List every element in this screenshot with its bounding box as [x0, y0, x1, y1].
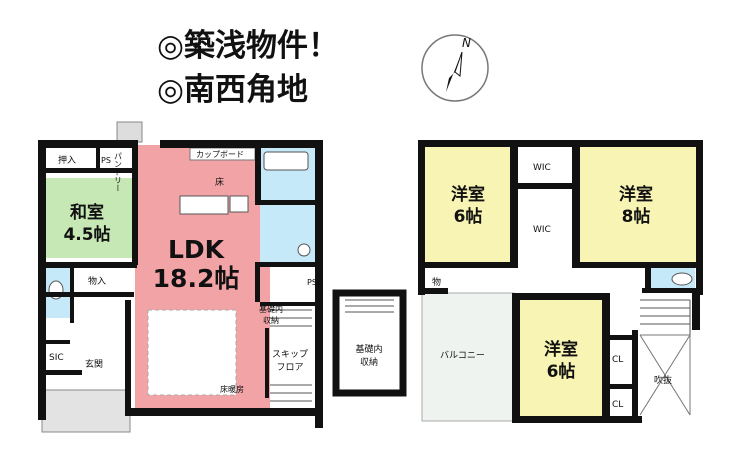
stove [229, 195, 249, 213]
second-floor-plan: 洋室 6帖 洋室 8帖 洋室 6帖 WIC WIC 物 バルコニー CL CL … [418, 140, 703, 423]
bathtub [263, 151, 309, 171]
yuka-label: 床 [215, 176, 224, 188]
floor-heating-label: 床暖房 [220, 384, 244, 394]
cl-label-2: CL [612, 400, 623, 410]
western-a-name: 洋室 [451, 184, 485, 205]
floor-heating-area [147, 309, 237, 396]
pantry-label: パントリー [114, 152, 123, 192]
western-c-name: 洋室 [544, 339, 578, 360]
western-room-a [425, 145, 515, 263]
monoire-label-1f: 物入 [88, 275, 106, 287]
compass-north-label: N [462, 36, 471, 50]
western-room-c [518, 300, 604, 418]
toilet-fixture-2f [671, 272, 693, 286]
kitchen-counter [179, 195, 229, 215]
headline-new-build: ◎築浅物件！ [157, 28, 339, 64]
fukinuke-area [639, 334, 691, 416]
western-a-size: 6帖 [454, 206, 483, 227]
stairs-2f [640, 299, 691, 335]
foundation-storage-box [332, 289, 407, 397]
wic-label-1: WIC [533, 163, 551, 173]
balcony-label: バルコニー [440, 350, 485, 361]
ldk-name: LDK [168, 235, 226, 264]
genkan-label: 玄関 [85, 358, 103, 370]
cupboard-label: カップボード [196, 150, 244, 159]
kiso-storage-label-2: 基礎内収納 [355, 343, 382, 368]
western-c-size: 6帖 [547, 361, 576, 382]
western-b-name: 洋室 [619, 184, 653, 205]
monoire-label-2f: 物 [432, 276, 441, 288]
compass-icon: N [421, 34, 489, 102]
first-floor-plan: 押入 PS パントリー カップボード 床 和室 4.5帖 LDK 18.2帖 物… [38, 121, 407, 433]
ldk-size: 18.2帖 [153, 264, 240, 293]
entry-porch-top [116, 121, 143, 143]
stairs-1f [270, 309, 312, 402]
skip-floor-label: スキップフロア [272, 349, 308, 373]
kiso-storage-label-1: 基礎内収納 [259, 304, 283, 325]
fukinuke-label: 吹抜 [654, 374, 672, 386]
headline-corner-lot: ◎南西角地 [157, 72, 308, 108]
washitsu-name: 和室 [70, 202, 104, 223]
oshiire-label: 押入 [58, 154, 76, 166]
western-b-size: 8帖 [622, 206, 651, 227]
washitsu-room [42, 178, 132, 258]
sink [297, 243, 311, 257]
sic-label: SIC [49, 353, 64, 363]
cl-label-1: CL [612, 355, 623, 365]
ps-label-2: PS [307, 278, 317, 287]
western-room-b [578, 145, 696, 263]
washitsu-size: 4.5帖 [63, 224, 110, 245]
wic-label-2: WIC [533, 225, 551, 235]
entry-porch [41, 389, 131, 433]
balcony [421, 292, 515, 422]
ps-label-1: PS [101, 156, 111, 165]
